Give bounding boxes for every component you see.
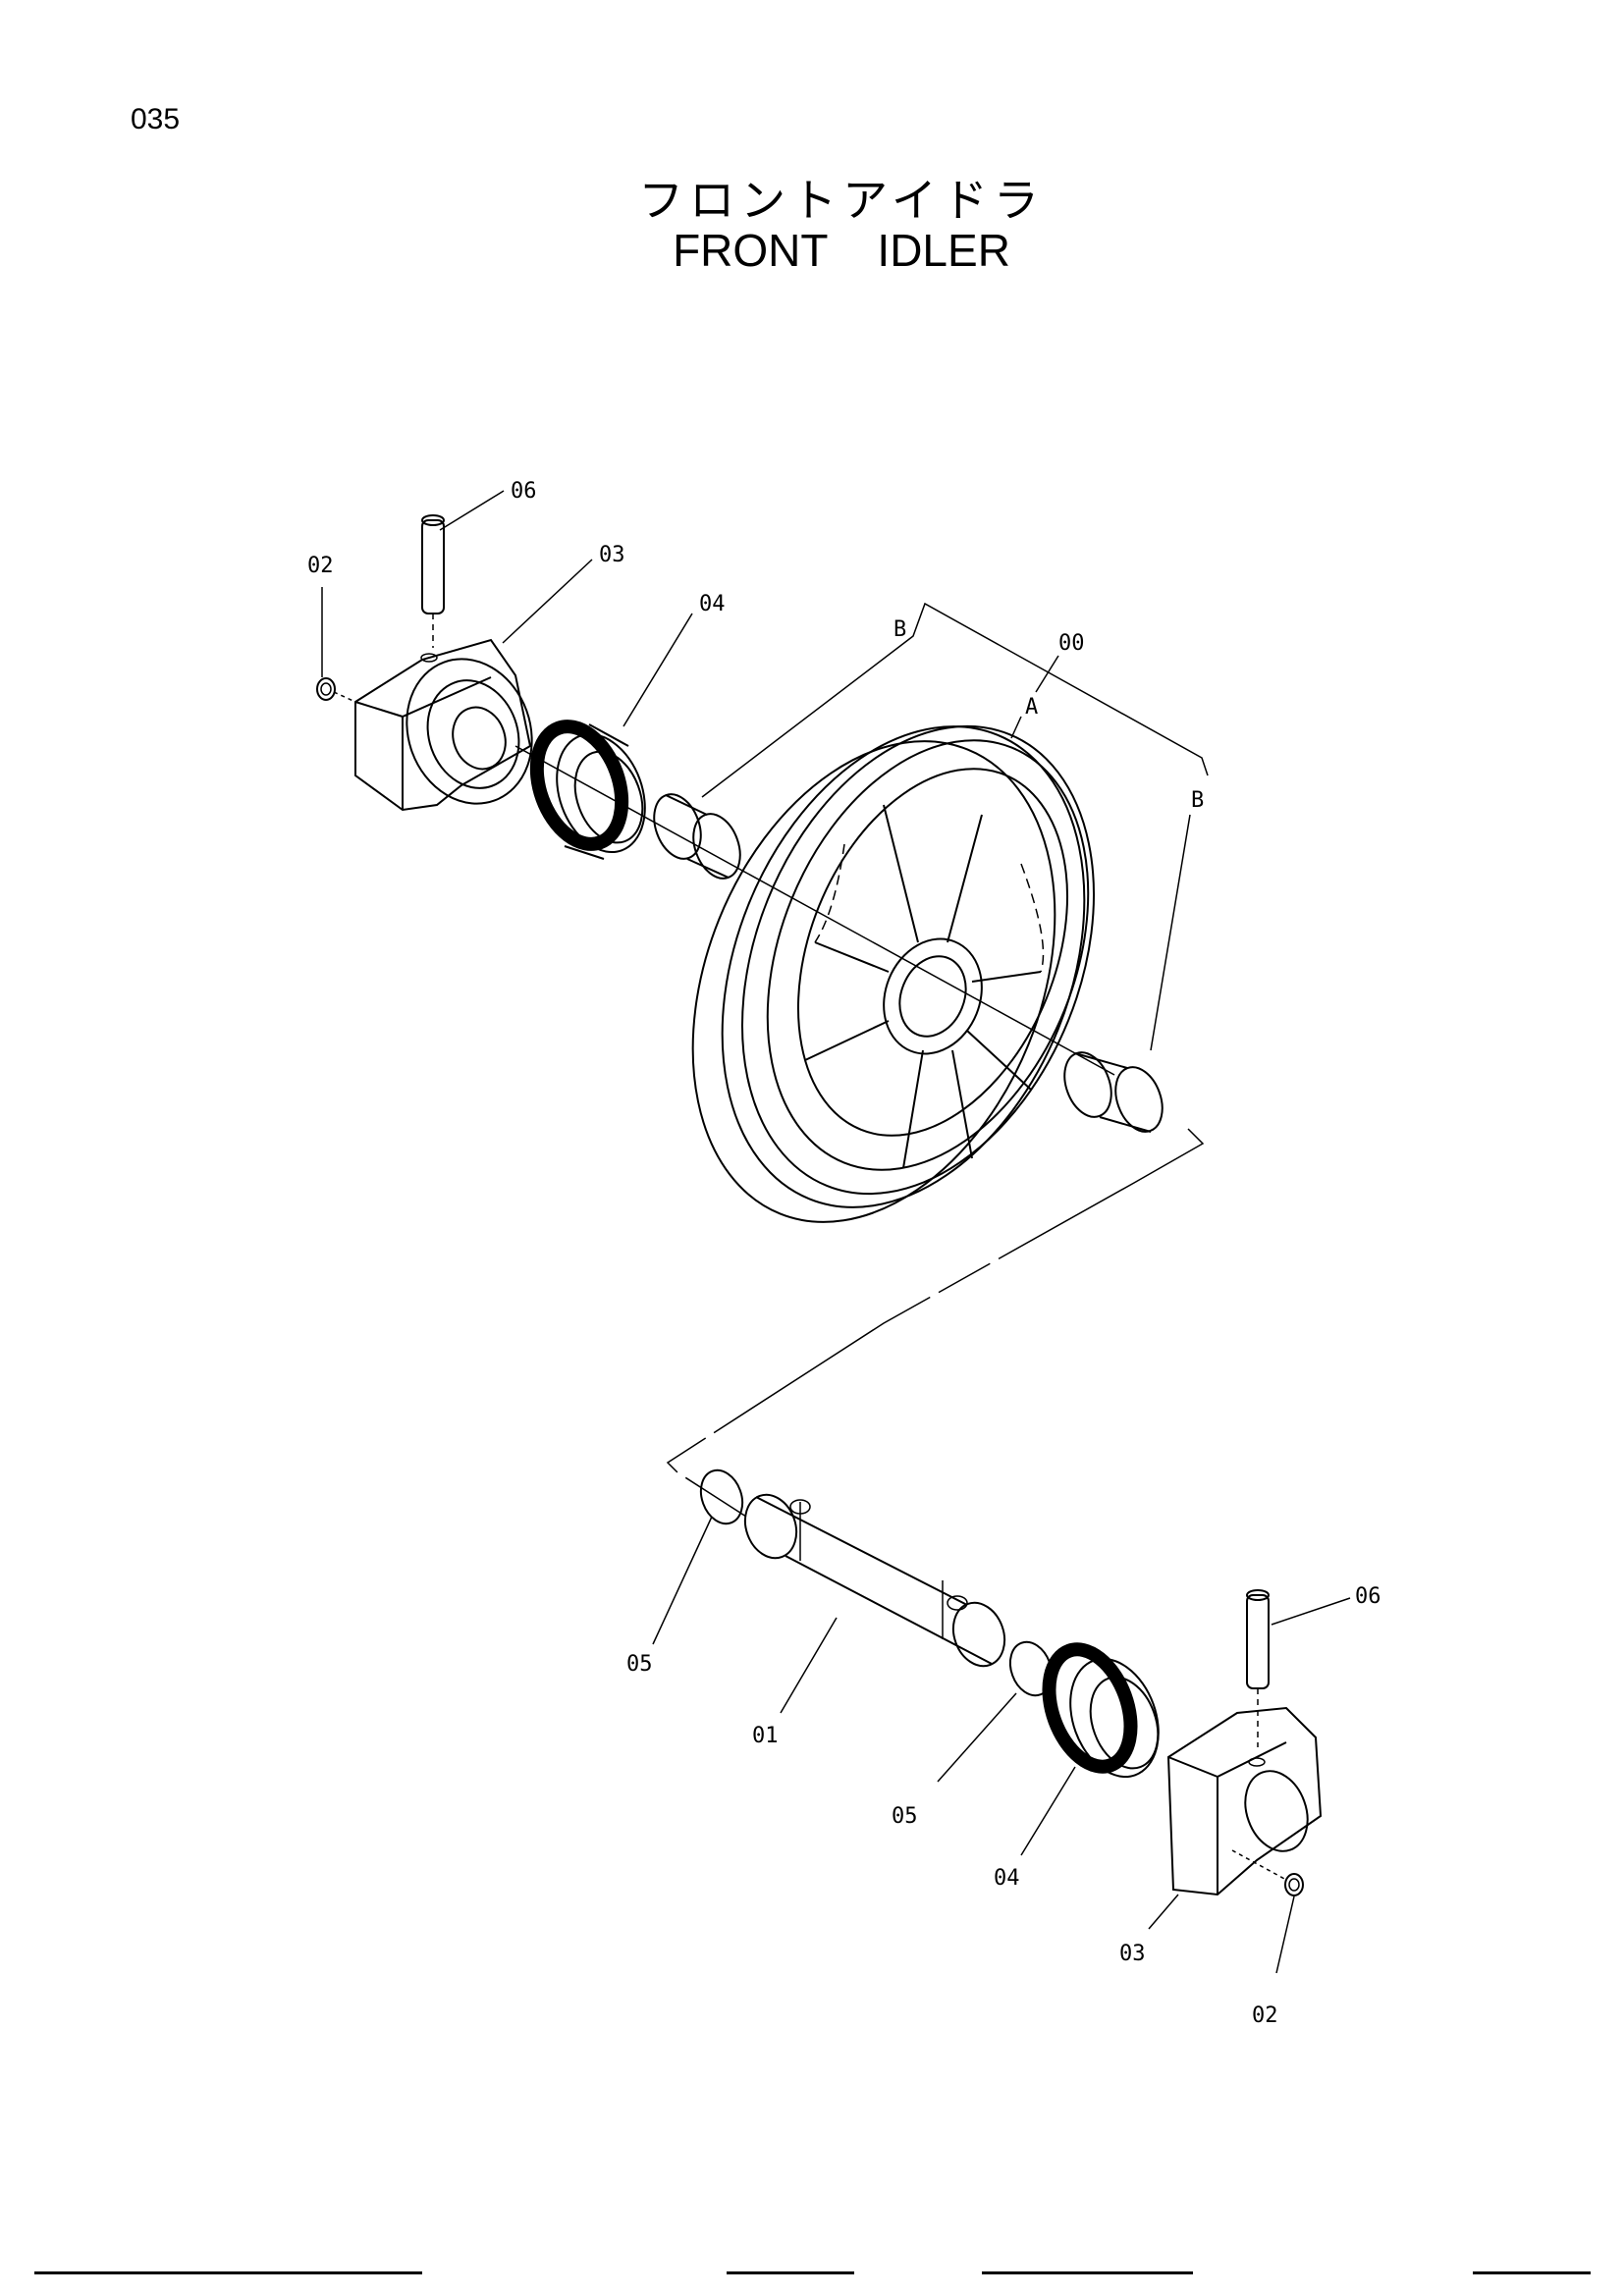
- callout-04-top: 04: [699, 592, 726, 616]
- callout-00: 00: [1058, 631, 1085, 656]
- footer-rule-4: [1473, 2271, 1591, 2274]
- callout-01: 01: [752, 1724, 779, 1748]
- title-japanese: フロントアイドラ: [638, 174, 1045, 227]
- callout-b-right: B: [1191, 788, 1204, 813]
- seal-bottom: [1042, 1642, 1160, 1779]
- bushing-right: [1063, 1051, 1164, 1133]
- footer-rule-2: [727, 2271, 854, 2274]
- footer-rule-1: [34, 2271, 422, 2274]
- callout-06-top: 06: [511, 479, 537, 504]
- bracket-top: [354, 638, 533, 812]
- bushing-top: [653, 793, 741, 880]
- callout-03-bottom: 03: [1119, 1942, 1146, 1966]
- callout-b-bracket: [701, 602, 1209, 1051]
- pin-top: [421, 514, 445, 648]
- callout-02-bottom: 02: [1252, 2003, 1278, 2028]
- leader-lines: [321, 490, 1351, 1974]
- title-english: FRONT IDLER: [673, 225, 1010, 276]
- pin-bottom: [1246, 1589, 1270, 1747]
- callout-02-top: 02: [307, 554, 334, 578]
- callout-05-right: 05: [892, 1804, 918, 1829]
- plug-bottom: [1231, 1849, 1304, 1896]
- shaft: [743, 1493, 1006, 1668]
- bracket-bottom: [1166, 1706, 1323, 1896]
- seal-top: [529, 720, 646, 860]
- callout-03-top: 03: [599, 543, 625, 567]
- plug-top: [316, 677, 356, 703]
- oring-left: [699, 1468, 744, 1525]
- callout-06-bottom: 06: [1355, 1584, 1381, 1609]
- idler-wheel: [691, 724, 1095, 1223]
- callout-b-top: B: [893, 617, 906, 642]
- page-number: 035: [131, 103, 181, 135]
- callout-a: A: [1025, 695, 1038, 720]
- callout-05-left: 05: [626, 1652, 653, 1677]
- footer-rule-3: [982, 2271, 1193, 2274]
- callout-04-bottom: 04: [994, 1866, 1020, 1891]
